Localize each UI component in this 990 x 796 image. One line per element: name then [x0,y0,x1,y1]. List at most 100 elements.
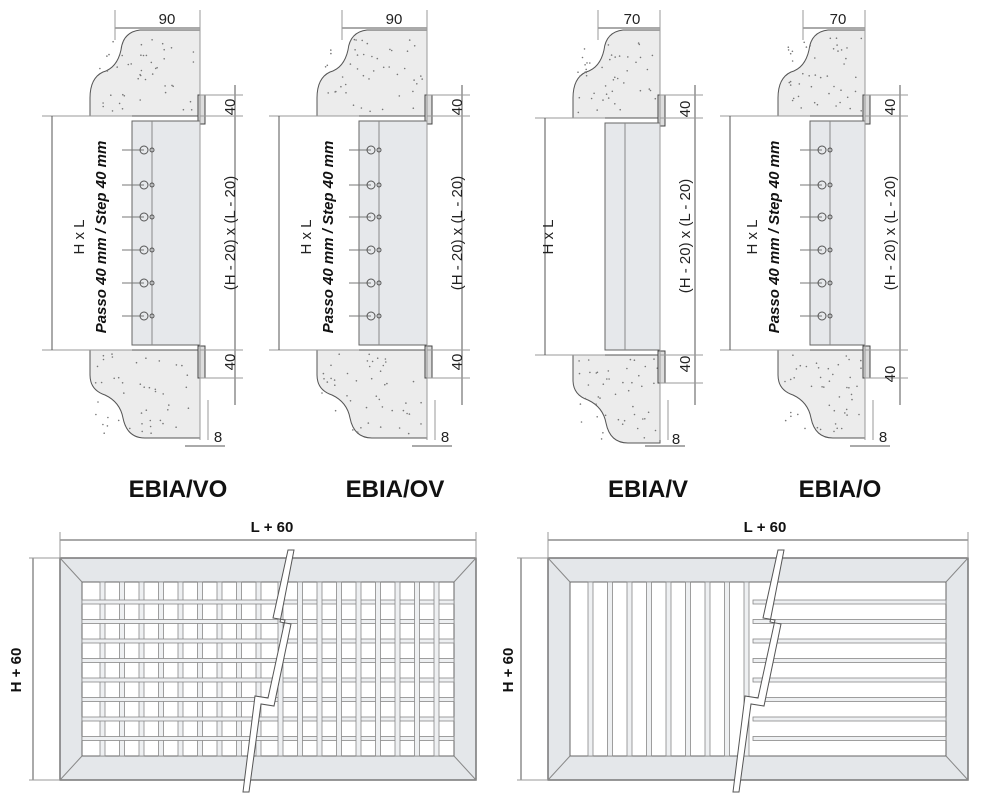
wall-texture-dot [405,402,407,404]
wall-texture-dot [799,364,802,367]
wall-texture-dot [843,63,845,65]
wall-texture-dot [602,432,604,434]
thickness-dim: 8 [879,429,887,446]
wall-texture-dot [352,104,355,106]
wall-texture-dot [823,386,825,388]
horizontal-blade [752,736,947,741]
horizontal-blade [752,638,947,644]
vertical-blade [646,581,652,757]
front-width-dim: L + 60 [251,519,294,536]
wall-texture-dot [627,56,629,58]
wall-texture-dot [626,70,628,72]
wall-texture-dot [341,76,344,78]
wall-texture-dot [192,61,195,63]
wall-texture-dot [607,44,610,46]
wall-texture-dot [787,46,790,48]
blade-pivot [366,245,376,255]
horizontal-blade [81,619,455,624]
blade-pivot [366,311,376,321]
wall-texture-dot [103,432,105,435]
wall-texture-dot [192,51,195,53]
wall-texture-dot [189,100,192,103]
blade-pivot [817,278,827,288]
wall-texture-dot [583,48,586,50]
wall-texture-dot [649,89,652,92]
wall-texture-dot [584,71,587,73]
wall-texture-dot [368,78,370,80]
wall-texture-dot [344,83,347,86]
wall-texture-dot [829,37,832,40]
wall-texture-dot [145,409,148,412]
wall-texture-dot [376,57,379,60]
wall-texture-dot [653,358,655,360]
vertical-blade [587,581,594,757]
wall-texture-dot [791,60,794,62]
wall-texture-dot [148,386,151,389]
wall-texture-dot [111,110,114,112]
wall-texture-dot [100,381,103,384]
vertical-blade [375,581,381,757]
step-note: Passo 40 mm / Step 40 mm [766,141,783,334]
wall-texture-dot [154,67,157,70]
wall-texture-dot [356,68,359,70]
vertical-blade [138,581,145,757]
front-view [29,532,477,793]
wall-texture-dot [97,401,99,403]
wall-texture-dot [832,48,835,50]
wall-texture-dot [362,53,365,56]
wall-texture-dot [789,80,792,83]
wall-texture-dot [330,364,332,367]
wall-texture-dot [623,419,626,422]
grille-body [131,120,201,346]
wall-texture-dot [375,395,378,398]
wall-texture-dot [827,367,830,370]
vertical-blade [724,581,730,757]
wall-texture-dot [121,108,124,110]
wall-texture-dot [632,405,634,408]
wall-texture-dot [839,101,841,104]
wall-texture-dot [102,105,104,108]
wall-texture-dot [379,426,382,428]
wall-texture-dot [849,107,851,110]
wall-texture-dot [805,365,808,368]
wall-texture-dot [421,78,424,80]
wall-texture-dot [355,380,358,382]
wall-texture-dot [360,427,362,429]
wall-texture-dot [171,84,173,87]
wall-texture-dot [384,358,387,360]
wall-texture-dot [346,395,348,397]
wall-texture-dot [828,404,831,407]
wall-texture-dot [614,103,616,105]
frame-mitre [453,557,477,583]
wall-texture-dot [840,49,843,51]
wall-texture-dot [381,406,384,408]
wall-texture-dot [584,64,586,66]
blade-pivot [827,280,833,286]
wall-texture-dot [144,78,147,81]
wall-texture-dot [368,365,371,368]
wall-texture-dot [586,62,588,64]
wall-texture-dot [837,363,840,366]
section-ebia-v-texts: 70 40 (H - 20) x (L - 20) 40 H x L 8 EBI… [540,11,694,503]
depth-dim: 90 [386,11,403,28]
wall-texture-dot [102,102,104,104]
wall-texture-dot [412,90,414,93]
wall-texture-dot [386,382,388,385]
wall-texture-dot [840,427,843,430]
wall-texture-dot [412,380,415,383]
horizontal-blade [81,658,455,663]
wall-texture-dot [416,83,418,85]
wall-texture-dot [828,380,831,383]
wall-texture-dot [587,359,590,361]
wall-texture-dot [327,92,330,94]
wall-texture-dot [860,359,862,362]
flange-top-dim: 40 [222,99,239,116]
wall-texture-dot [164,91,167,94]
wall-texture-dot [593,92,595,95]
wall-texture-dot [614,393,617,396]
blade-pivot [817,212,827,222]
wall-texture-dot [795,368,798,370]
break-line [732,549,785,793]
flange-top [424,94,433,125]
wall-texture-dot [600,438,603,440]
